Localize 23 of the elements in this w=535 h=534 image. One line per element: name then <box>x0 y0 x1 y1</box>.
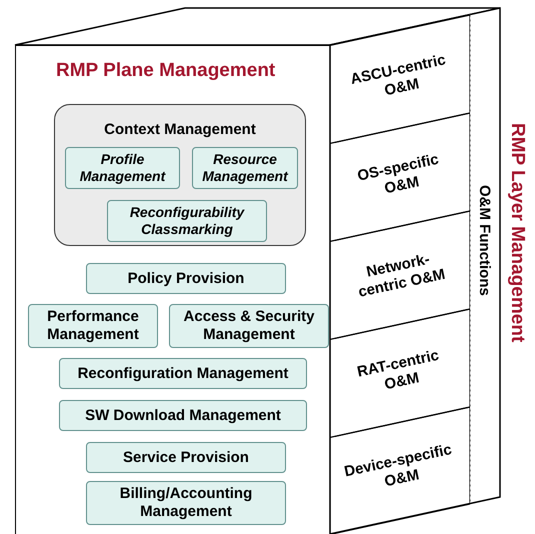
face-section <box>330 210 470 339</box>
section-label: OS-specific O&M <box>354 150 442 200</box>
face-section <box>330 112 470 241</box>
side-title: RMP Layer Management <box>506 123 528 342</box>
section-label: Network-centric O&M <box>356 249 448 303</box>
strip-label: O&M Functions <box>476 184 493 296</box>
function-box: Billing/Accounting Management <box>86 481 286 525</box>
face-section <box>330 406 470 534</box>
function-box: Resource Management <box>192 147 298 189</box>
function-box: Reconfiguration Management <box>59 358 307 389</box>
panel-title: RMP Plane Management <box>56 60 276 82</box>
face-section <box>330 308 470 437</box>
function-box: SW Download Management <box>59 400 307 431</box>
function-box: Access & Security Management <box>169 304 329 348</box>
function-box: Performance Management <box>28 304 158 348</box>
function-box: Profile Management <box>65 147 180 189</box>
group-title: Context Management <box>104 121 256 138</box>
function-box: Reconfigurability Classmarking <box>107 200 267 242</box>
function-box: Service Provision <box>86 442 286 473</box>
section-label: RAT-centric O&M <box>354 346 442 396</box>
group-box <box>54 104 306 246</box>
function-box: Policy Provision <box>86 263 286 294</box>
face-section <box>330 14 470 143</box>
